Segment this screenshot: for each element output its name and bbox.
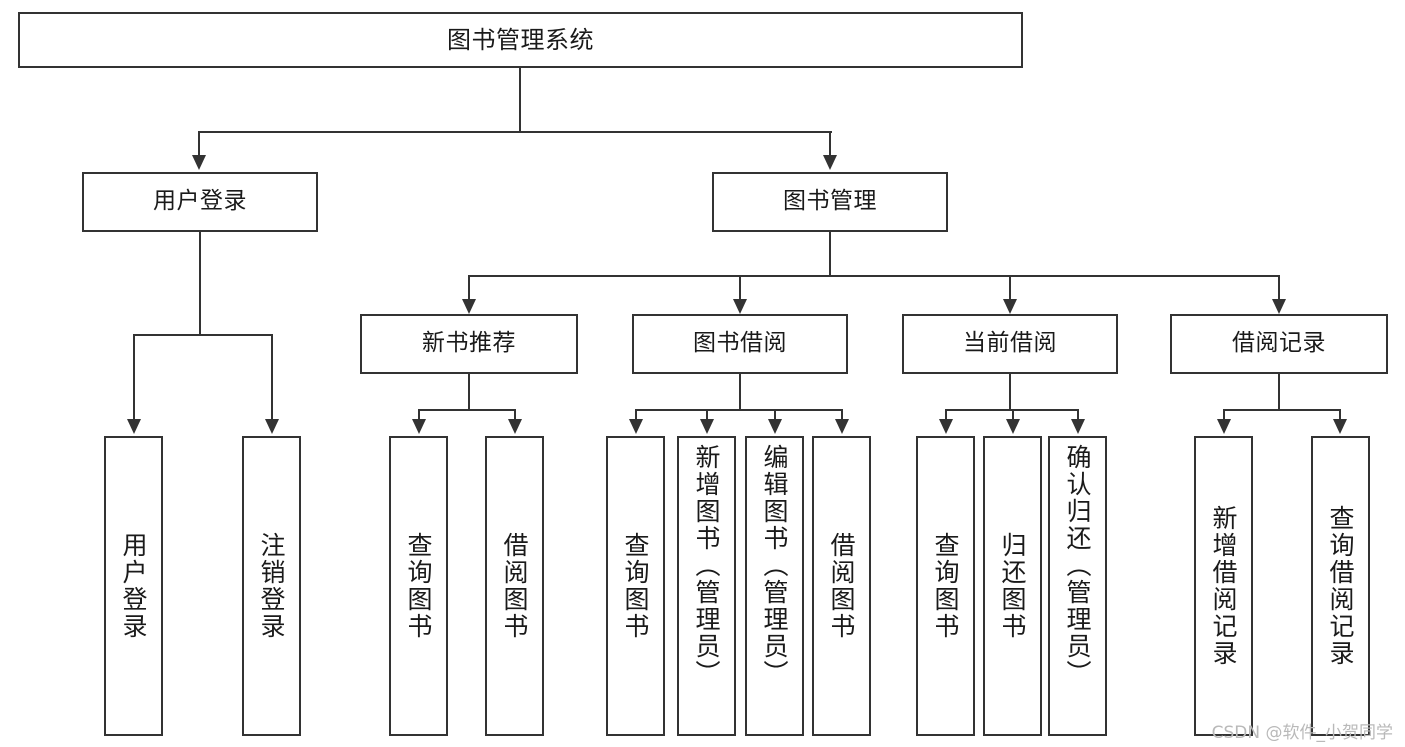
arrow-to-leaf-edit-book bbox=[768, 419, 782, 434]
node-label: 图书管理系统 bbox=[447, 25, 594, 54]
connector-book-borrow-bus bbox=[635, 409, 841, 411]
connector-to-new-book-recommend bbox=[468, 275, 470, 300]
node-label: 编辑图书（管理员） bbox=[760, 444, 789, 687]
node-label: 新增图书（管理员） bbox=[692, 444, 721, 687]
connector-book-manage-bus bbox=[468, 275, 1279, 277]
node-label: 图书管理 bbox=[783, 188, 877, 215]
arrow-to-user-login bbox=[192, 155, 206, 170]
connector-new-book-recommend-bus bbox=[418, 409, 516, 411]
arrow-to-new-book-recommend bbox=[462, 299, 476, 314]
arrow-to-leaf-borrow-book-recommend bbox=[508, 419, 522, 434]
node-label: 查询图书 bbox=[621, 532, 650, 640]
leaf-borrow-book-recommend[interactable]: 借阅图书 bbox=[485, 436, 544, 736]
connector-bb-to-leaf-4 bbox=[841, 409, 843, 419]
leaf-query-book-recommend[interactable]: 查询图书 bbox=[389, 436, 448, 736]
connector-root-to-book-manage bbox=[829, 131, 831, 155]
leaf-query-book-current[interactable]: 查询图书 bbox=[916, 436, 975, 736]
leaf-query-borrow-record[interactable]: 查询借阅记录 bbox=[1311, 436, 1370, 736]
node-label: 新增借阅记录 bbox=[1209, 505, 1238, 667]
node-label: 查询图书 bbox=[404, 532, 433, 640]
node-label: 借阅图书 bbox=[500, 532, 529, 640]
arrow-to-leaf-return-book bbox=[1006, 419, 1020, 434]
connector-root-stem bbox=[519, 68, 521, 132]
arrow-to-leaf-query-book-borrow bbox=[629, 419, 643, 434]
connector-root-bus bbox=[198, 131, 832, 133]
arrow-to-leaf-add-book bbox=[700, 419, 714, 434]
connector-br-to-leaf-1 bbox=[1223, 409, 1225, 419]
connector-to-current-borrow bbox=[1009, 275, 1011, 300]
connector-user-login-bus bbox=[133, 334, 272, 336]
connector-user-login-stem bbox=[199, 232, 201, 335]
connector-bb-to-leaf-1 bbox=[635, 409, 637, 419]
node-label: 借阅记录 bbox=[1232, 330, 1326, 357]
connector-current-borrow-stem bbox=[1009, 374, 1011, 410]
connector-cb-to-leaf-3 bbox=[1077, 409, 1079, 419]
leaf-add-borrow-record[interactable]: 新增借阅记录 bbox=[1194, 436, 1253, 736]
node-root-system[interactable]: 图书管理系统 bbox=[18, 12, 1023, 68]
connector-cb-to-leaf-2 bbox=[1012, 409, 1014, 419]
arrow-to-current-borrow bbox=[1003, 299, 1017, 314]
node-label: 查询图书 bbox=[931, 532, 960, 640]
arrow-to-borrow-record bbox=[1272, 299, 1286, 314]
leaf-add-book[interactable]: 新增图书（管理员） bbox=[677, 436, 736, 736]
node-label: 新书推荐 bbox=[422, 330, 516, 357]
connector-cb-to-leaf-1 bbox=[945, 409, 947, 419]
arrow-to-leaf-logout-login bbox=[265, 419, 279, 434]
connector-root-to-user-login bbox=[198, 131, 200, 155]
arrow-to-leaf-user-login bbox=[127, 419, 141, 434]
leaf-confirm-return[interactable]: 确认归还（管理员） bbox=[1048, 436, 1107, 736]
node-label: 用户登录 bbox=[153, 188, 247, 215]
connector-br-to-leaf-2 bbox=[1339, 409, 1341, 419]
node-new-book-recommend[interactable]: 新书推荐 bbox=[360, 314, 578, 374]
connector-nbr-to-leaf-2 bbox=[514, 409, 516, 419]
node-label: 确认归还（管理员） bbox=[1063, 444, 1092, 687]
leaf-borrow-book[interactable]: 借阅图书 bbox=[812, 436, 871, 736]
connector-bb-to-leaf-2 bbox=[706, 409, 708, 419]
connector-book-borrow-stem bbox=[739, 374, 741, 410]
node-label: 用户登录 bbox=[119, 532, 148, 640]
arrow-to-leaf-query-borrow-record bbox=[1333, 419, 1347, 434]
node-label: 借阅图书 bbox=[827, 532, 856, 640]
node-label: 归还图书 bbox=[998, 532, 1027, 640]
leaf-user-login[interactable]: 用户登录 bbox=[104, 436, 163, 736]
leaf-edit-book[interactable]: 编辑图书（管理员） bbox=[745, 436, 804, 736]
arrow-to-book-borrow bbox=[733, 299, 747, 314]
node-label: 图书借阅 bbox=[693, 330, 787, 357]
leaf-query-book-borrow[interactable]: 查询图书 bbox=[606, 436, 665, 736]
node-label: 查询借阅记录 bbox=[1326, 505, 1355, 667]
connector-bb-to-leaf-3 bbox=[774, 409, 776, 419]
connector-current-borrow-bus bbox=[945, 409, 1078, 411]
connector-borrow-record-bus bbox=[1223, 409, 1341, 411]
node-book-borrow[interactable]: 图书借阅 bbox=[632, 314, 848, 374]
arrow-to-leaf-query-book-current bbox=[939, 419, 953, 434]
node-label: 注销登录 bbox=[257, 532, 286, 640]
connector-new-book-recommend-stem bbox=[468, 374, 470, 410]
leaf-logout-login[interactable]: 注销登录 bbox=[242, 436, 301, 736]
connector-borrow-record-stem bbox=[1278, 374, 1280, 410]
connector-to-book-borrow bbox=[739, 275, 741, 300]
connector-user-login-to-leaf-2 bbox=[271, 334, 273, 419]
node-borrow-record[interactable]: 借阅记录 bbox=[1170, 314, 1388, 374]
arrow-to-book-manage bbox=[823, 155, 837, 170]
connector-user-login-to-leaf-1 bbox=[133, 334, 135, 419]
arrow-to-leaf-confirm-return bbox=[1071, 419, 1085, 434]
connector-to-borrow-record bbox=[1278, 275, 1280, 300]
csdn-watermark: CSDN @软件_小贺同学 bbox=[1211, 723, 1393, 743]
node-book-manage[interactable]: 图书管理 bbox=[712, 172, 948, 232]
node-current-borrow[interactable]: 当前借阅 bbox=[902, 314, 1118, 374]
arrow-to-leaf-borrow-book bbox=[835, 419, 849, 434]
node-user-login[interactable]: 用户登录 bbox=[82, 172, 318, 232]
arrow-to-leaf-add-borrow-record bbox=[1217, 419, 1231, 434]
connector-book-manage-stem bbox=[829, 232, 831, 276]
node-label: 当前借阅 bbox=[963, 330, 1057, 357]
arrow-to-leaf-query-book-recommend bbox=[412, 419, 426, 434]
connector-nbr-to-leaf-1 bbox=[418, 409, 420, 419]
leaf-return-book[interactable]: 归还图书 bbox=[983, 436, 1042, 736]
